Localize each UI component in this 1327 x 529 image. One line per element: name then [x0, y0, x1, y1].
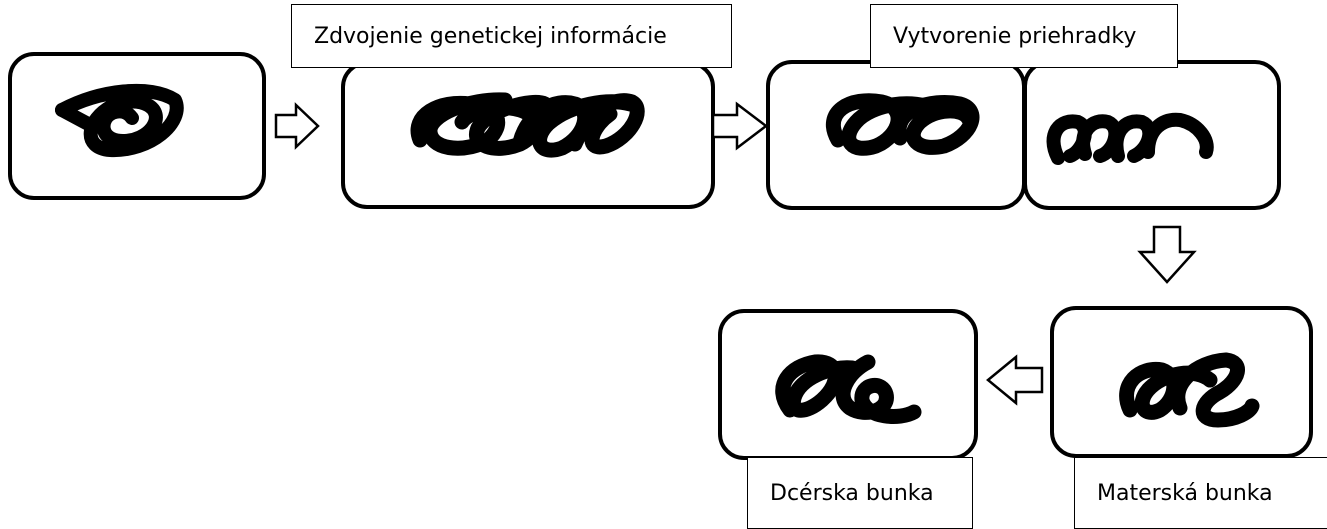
label-partition: Vytvorenie priehradky	[870, 4, 1178, 68]
label-daughter: Dcérska bunka	[747, 457, 973, 529]
cell-box-initial	[8, 52, 266, 200]
label-mother: Materská bunka	[1074, 457, 1327, 529]
chromosome-scribble-partition-right	[1046, 112, 1214, 165]
chromosome-scribble-mother	[1119, 352, 1260, 428]
arrow-right-icon	[711, 101, 769, 151]
chromosome-scribble-duplicated	[410, 92, 645, 158]
arrow-left-icon	[986, 354, 1044, 406]
arrow-right-icon	[274, 102, 320, 150]
label-duplication: Zdvojenie genetickej informácie	[291, 4, 732, 68]
arrow-down-icon	[1137, 225, 1197, 284]
chromosome-scribble-initial	[55, 83, 184, 158]
chromosome-scribble-partition-left	[825, 93, 980, 156]
chromosome-scribble-daughter	[775, 354, 922, 424]
